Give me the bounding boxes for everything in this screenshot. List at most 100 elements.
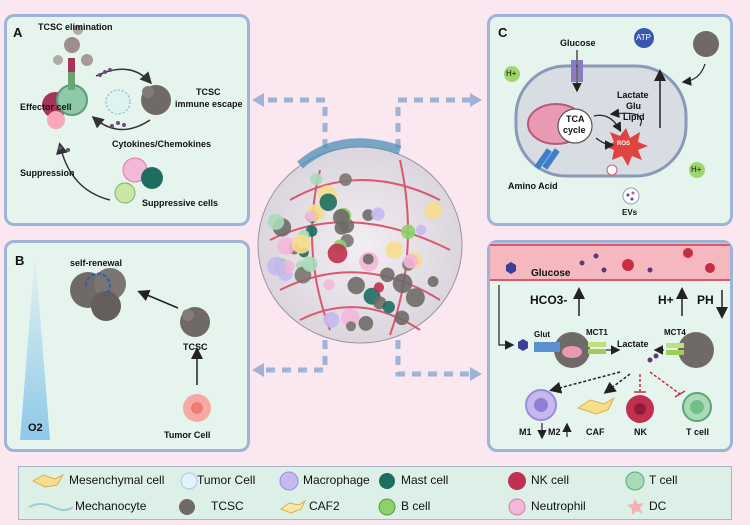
effector-cell-pink bbox=[47, 111, 65, 129]
legend-label-neutrophil: Neutrophil bbox=[531, 499, 586, 513]
panel-a-letter: A bbox=[13, 25, 23, 40]
label-d-lactate: Lactate bbox=[617, 339, 649, 349]
sphere-cell bbox=[291, 234, 311, 254]
sphere-cell bbox=[371, 207, 385, 221]
ev-vesicle-small bbox=[606, 164, 618, 176]
h-plus-right-circle bbox=[689, 162, 705, 178]
label-d-t-cell: T cell bbox=[686, 427, 710, 437]
sphere-cell bbox=[327, 243, 348, 264]
glucose-transporter bbox=[571, 60, 576, 82]
legend-label-t-cell: T cell bbox=[649, 473, 678, 487]
sphere-cell bbox=[415, 224, 427, 236]
legend-icons bbox=[28, 471, 645, 516]
blood-vessel bbox=[490, 243, 730, 281]
label-c-atp: ATP bbox=[636, 33, 651, 42]
oxygen-gradient-triangle bbox=[20, 252, 50, 440]
sphere-cell bbox=[345, 321, 357, 332]
sphere-cell bbox=[385, 241, 403, 259]
sphere-cell bbox=[362, 209, 375, 221]
legend-label-mesenchymal: Mesenchymal cell bbox=[69, 473, 165, 487]
label-c-amino-acid: Amino Acid bbox=[508, 181, 558, 191]
sphere-cell bbox=[380, 267, 395, 283]
arrowhead-d bbox=[470, 367, 482, 381]
label-cytokines: Cytokines/Chemokines bbox=[112, 139, 212, 149]
suppressive-cell-teal bbox=[141, 167, 163, 189]
label-c-glucose: Glucose bbox=[560, 38, 596, 48]
legend-label-b-cell: B cell bbox=[401, 499, 431, 513]
legend-label-macrophage: Macrophage bbox=[303, 473, 370, 487]
label-d-m1: M1 bbox=[519, 427, 532, 437]
ev-vesicle-large bbox=[622, 187, 640, 205]
mast-cell-icon bbox=[379, 473, 395, 489]
label-c-tca-1: TCA bbox=[566, 114, 585, 124]
label-c-ros: ROS bbox=[617, 141, 631, 147]
self-renewal-arrow bbox=[84, 272, 111, 297]
label-d-glut: Glut bbox=[534, 330, 550, 339]
sphere-cell bbox=[339, 173, 352, 186]
label-c-glu: Glu bbox=[626, 101, 641, 111]
sphere-cell bbox=[340, 308, 360, 327]
sphere-cell bbox=[403, 253, 418, 269]
label-tcsc-escape-2: immune escape bbox=[175, 99, 243, 109]
label-d-m2: M2 bbox=[548, 427, 561, 437]
legend-box: Mesenchymal cell Tumor Cell Macrophage M… bbox=[18, 466, 732, 520]
arrowhead-c bbox=[470, 93, 482, 107]
sphere-cell bbox=[319, 193, 338, 211]
t-cell-icon bbox=[625, 471, 645, 491]
neutrophil-icon bbox=[508, 498, 526, 516]
b-cell-icon bbox=[378, 498, 396, 516]
tumor-cell-icon bbox=[180, 472, 198, 490]
label-self-renewal: self-renewal bbox=[70, 258, 123, 268]
glucose-hexagon bbox=[506, 262, 516, 274]
label-tumor-cell-b: Tumor Cell bbox=[164, 430, 211, 440]
caf-d bbox=[576, 396, 616, 415]
label-d-glucose: Glucose bbox=[531, 268, 571, 279]
legend-label-tumor-cell: Tumor Cell bbox=[197, 473, 256, 487]
tcsc-cell-c bbox=[693, 31, 719, 57]
sphere-cell bbox=[358, 316, 374, 331]
label-c-h-right: H+ bbox=[691, 165, 702, 174]
sphere-cell bbox=[266, 256, 286, 276]
glucose-hexagon-2 bbox=[518, 339, 528, 351]
label-d-hco3: HCO3- bbox=[530, 293, 568, 307]
sphere-cell bbox=[304, 211, 316, 222]
h-plus-left-circle bbox=[504, 66, 520, 82]
label-tcsc-elimination: TCSC elimination bbox=[38, 22, 113, 32]
sphere-cell bbox=[332, 209, 350, 226]
sphere-cell bbox=[347, 276, 365, 295]
label-c-lipid: Lipid bbox=[623, 112, 645, 122]
sphere-cell bbox=[302, 256, 318, 272]
sphere-cell bbox=[277, 237, 296, 255]
legend-label-mechanocyte: Mechanocyte bbox=[75, 499, 147, 513]
label-d-mct4: MCT4 bbox=[664, 328, 686, 337]
ros-burst bbox=[604, 128, 648, 166]
label-d-ph: PH bbox=[697, 293, 714, 307]
sphere-cell bbox=[362, 253, 374, 265]
connector-to-b bbox=[262, 340, 328, 373]
label-d-nk: NK bbox=[634, 427, 647, 437]
sphere-cell bbox=[323, 311, 340, 328]
label-tcsc-escape-1: TCSC bbox=[196, 87, 221, 97]
amino-acid-transporter bbox=[534, 148, 552, 170]
label-suppression: Suppression bbox=[20, 168, 75, 178]
atp-circle bbox=[634, 28, 654, 48]
panel-b-letter: B bbox=[15, 253, 25, 268]
dc-icon bbox=[627, 499, 644, 515]
nk-cell-icon bbox=[508, 472, 526, 490]
caf2-icon bbox=[279, 499, 307, 514]
arrowhead-a bbox=[252, 93, 264, 107]
label-d-mct1: MCT1 bbox=[586, 328, 608, 337]
tca-cycle-circle bbox=[557, 108, 593, 144]
legend-label-mast-cell: Mast cell bbox=[401, 473, 449, 487]
label-tcsc-b: TCSC bbox=[183, 342, 208, 352]
label-d-h-plus: H+ bbox=[658, 293, 674, 307]
connector-to-a bbox=[262, 97, 328, 148]
panel-c-letter: C bbox=[498, 25, 508, 40]
legend-label-tcsc: TCSC bbox=[211, 499, 244, 513]
legend-label-dc: DC bbox=[649, 499, 667, 513]
sphere-cell bbox=[394, 310, 410, 326]
